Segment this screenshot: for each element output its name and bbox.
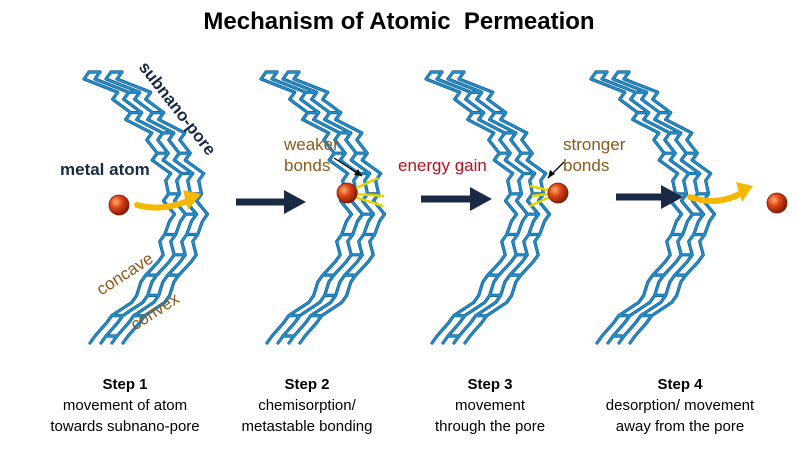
step-2-caption: Step 2 chemisorption/ metastable bonding	[222, 374, 392, 437]
motion-arrow-head-1	[183, 190, 201, 210]
lattice-shadow-2	[259, 70, 387, 345]
lattice-bonds-2	[260, 71, 386, 344]
lattice-shadow-3	[424, 70, 552, 345]
step-3-line-1: movement	[454, 397, 526, 414]
metal-atom-label: metal atom	[60, 160, 150, 179]
step-2-line-2: metastable bonding	[241, 418, 373, 435]
step-3-title: Step 3	[467, 376, 513, 393]
motion-arrow-2	[687, 189, 746, 204]
lattice-shadow-4	[589, 70, 717, 345]
weaker-bond-1	[351, 176, 379, 192]
step-3-line-2: through the pore	[434, 418, 546, 435]
metal-atom-step-4	[766, 192, 788, 214]
step-2-line-1: chemisorption/	[258, 397, 356, 414]
step-1-line-1: movement of atom	[62, 397, 188, 414]
step-1-caption: Step 1 movement of atom towards subnano-…	[30, 374, 220, 437]
energy-gain-label: energy gain	[398, 156, 487, 175]
step-1-title: Step 1	[102, 376, 148, 393]
weaker-bonds-pointer-head	[354, 169, 362, 176]
metal-atom-step-2	[336, 182, 358, 204]
pore-lattice-2	[259, 70, 387, 345]
step-3-caption: Step 3 movement through the pore	[410, 374, 570, 437]
metal-atom-step-3	[547, 182, 569, 204]
step-arrow-head-3	[661, 185, 683, 209]
step-2-title: Step 2	[284, 376, 330, 393]
stronger-bonds-label: stronger bonds	[563, 134, 625, 176]
step-4-line-1: desorption/ movement	[605, 397, 755, 414]
step-1-line-2: towards subnano-pore	[50, 418, 200, 435]
stronger-bonds-line-2: bonds	[563, 156, 610, 175]
step-4-title: Step 4	[657, 376, 703, 393]
stronger-bonds-line-1: stronger	[563, 135, 626, 154]
lattice-bonds-3	[425, 71, 551, 344]
motion-arrow-1	[134, 197, 193, 211]
step-4-caption: Step 4 desorption/ movement away from th…	[585, 374, 775, 437]
weaker-bonds-line-2: bonds	[284, 156, 331, 175]
pore-lattice-1	[82, 70, 210, 345]
diagram-title: Mechanism of Atomic Permeation	[203, 8, 595, 35]
weaker-bond-2	[351, 194, 384, 208]
pore-lattice-3	[424, 70, 552, 345]
pore-lattice-4	[589, 70, 717, 345]
step-arrow-head-1	[284, 190, 306, 214]
metal-atom-step-1	[108, 194, 130, 216]
lattice-bonds-4	[590, 71, 716, 344]
motion-arrow-head-2	[736, 182, 753, 202]
weaker-bonds-label: weaker bonds	[284, 134, 339, 176]
step-arrow-head-2	[470, 187, 492, 211]
weaker-bonds-line-1: weaker	[284, 135, 339, 154]
step-4-line-2: away from the pore	[615, 418, 745, 435]
stronger-bonds-pointer-head	[548, 170, 555, 178]
weaker-bond-3	[354, 192, 385, 198]
